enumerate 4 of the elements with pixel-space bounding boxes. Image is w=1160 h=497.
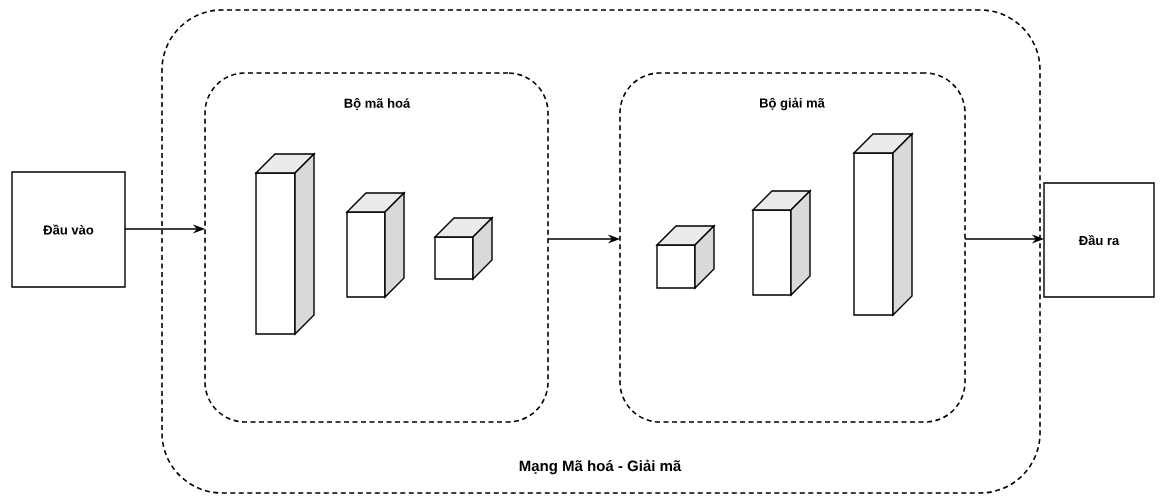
dashed-group-box: Bộ giải mã [619, 72, 966, 423]
text-box: Đầu vào [11, 171, 126, 288]
text-box: Đầu ra [1043, 182, 1155, 298]
dashed-group-box: Bộ mã hoá [204, 72, 549, 423]
